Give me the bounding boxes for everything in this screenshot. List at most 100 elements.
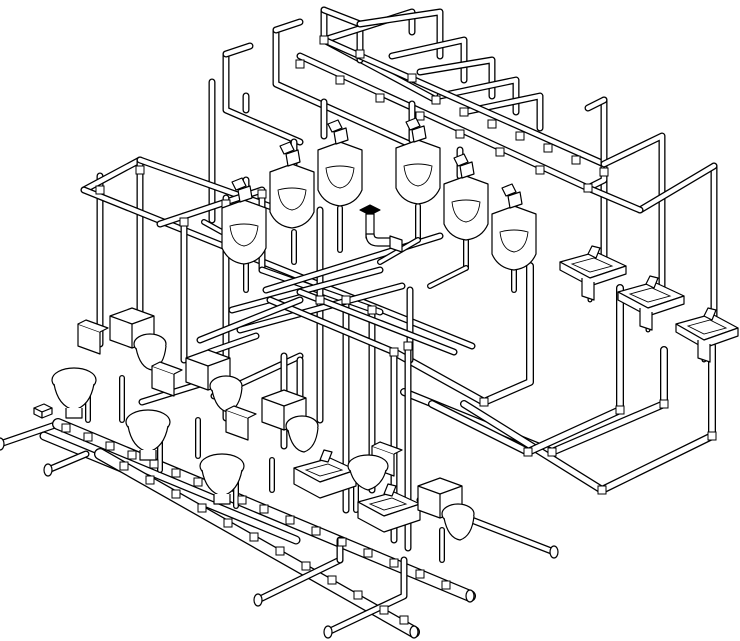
pipe-fitting — [61, 423, 71, 433]
pipe-fitting — [363, 548, 373, 558]
pipe-fitting — [335, 75, 345, 85]
pipe-fitting — [379, 605, 389, 615]
urinal — [269, 141, 315, 229]
fixtures-layer — [33, 117, 739, 541]
pipe-fitting — [295, 59, 305, 69]
pipe-fitting — [571, 155, 581, 165]
urinal — [317, 119, 363, 207]
pipe-fitting — [197, 503, 207, 513]
pipe-fitting — [389, 558, 399, 568]
pipe-fitting — [223, 518, 233, 528]
pipe-fitting — [459, 107, 469, 117]
lavatory — [559, 245, 627, 301]
pipe-fitting — [353, 590, 363, 600]
valve-icon — [33, 403, 53, 419]
pipe-segment-fill — [223, 51, 303, 145]
pipe-segment-fill — [391, 263, 533, 405]
pipe-fitting — [415, 569, 425, 579]
pipe-segment-fill — [585, 97, 607, 191]
pipe-fitting — [523, 447, 533, 457]
pipe-segment-fill — [461, 93, 543, 131]
pipe-fitting — [547, 447, 557, 457]
pipe-fitting — [149, 459, 159, 469]
pipe-segment-fill — [237, 283, 405, 333]
water-closet — [109, 307, 167, 371]
pipe-segment-fill — [267, 297, 397, 355]
pipe-fitting — [403, 341, 413, 351]
pipe-fitting — [431, 95, 441, 105]
pipe-fitting — [259, 504, 269, 514]
pipe-end — [253, 593, 263, 607]
pipe-fitting — [237, 495, 247, 505]
pipe-fitting — [495, 147, 505, 157]
pipe-fitting — [127, 450, 137, 460]
pipe-fitting — [341, 295, 351, 305]
pipe-segment-fill — [325, 557, 407, 635]
water-closet — [51, 319, 109, 419]
pipe-fitting — [375, 93, 385, 103]
pipe-segment — [460, 92, 544, 132]
pipe-end — [0, 437, 5, 451]
pipe-network — [0, 6, 718, 639]
pipe-fitting — [407, 73, 417, 83]
pipe-fitting — [135, 165, 145, 175]
pipe-segment-fill — [273, 19, 303, 33]
pipe-segment-fill — [81, 157, 143, 193]
pipe-fitting — [171, 489, 181, 499]
pipe-fitting — [179, 217, 189, 227]
pipe-segment-fill — [45, 451, 89, 473]
pipe-end — [465, 589, 475, 603]
pipe-fitting — [535, 165, 545, 175]
pipe-segment — [460, 342, 716, 494]
pipe-fitting — [599, 167, 609, 177]
pipe-segment-fill — [202, 220, 224, 234]
pipe-fitting — [193, 477, 203, 487]
pipe-fitting — [171, 468, 181, 478]
pipe-fitting — [257, 189, 267, 199]
pipe-fitting — [249, 532, 259, 542]
pipe-segment-fill — [229, 267, 383, 313]
pipe-segment-fill — [0, 421, 61, 447]
pipe-fitting — [659, 399, 669, 409]
urinal — [443, 153, 489, 241]
pipe-end — [323, 625, 333, 639]
pipe-segment-fill — [637, 163, 717, 213]
lavatory — [675, 307, 739, 363]
urinal — [491, 183, 537, 271]
pipe-fitting — [415, 111, 425, 121]
pipe-segment-fill — [223, 43, 253, 57]
pipe-fitting — [707, 431, 717, 441]
pipe-segment — [600, 132, 666, 200]
pipe-fitting — [119, 461, 129, 471]
pipe-fitting — [543, 143, 553, 153]
pipe-fitting — [487, 119, 497, 129]
pipe-fitting — [597, 485, 607, 495]
pipe-fitting — [311, 526, 321, 536]
pipe-fitting — [145, 475, 155, 485]
pipe-segment-fill — [321, 7, 363, 27]
water-closet — [417, 477, 475, 541]
pipe-segment-fill — [255, 557, 343, 603]
pipe-fitting — [95, 185, 105, 195]
lavatory — [357, 483, 421, 533]
pipe-segment-fill — [428, 266, 468, 288]
pipe-fitting — [105, 441, 115, 451]
pipe-fitting — [455, 129, 465, 139]
pipe-segment-fill — [429, 285, 623, 455]
pipe-fitting — [479, 397, 489, 407]
pipe-segment-fill — [137, 157, 283, 213]
pipe-segment-fill — [321, 37, 607, 167]
pipe-end — [43, 463, 53, 477]
floor-drain — [359, 204, 403, 253]
water-closet — [125, 361, 183, 461]
pipe-fitting — [399, 615, 409, 625]
water-closet — [185, 349, 243, 413]
pipe-fitting — [319, 35, 329, 45]
pipe-fitting — [337, 537, 347, 547]
urinal — [395, 117, 441, 205]
pipe-fitting — [285, 515, 295, 525]
pipe-segment-fill — [585, 97, 607, 111]
pipe-segment-fill — [461, 343, 715, 493]
urinal — [221, 177, 267, 265]
